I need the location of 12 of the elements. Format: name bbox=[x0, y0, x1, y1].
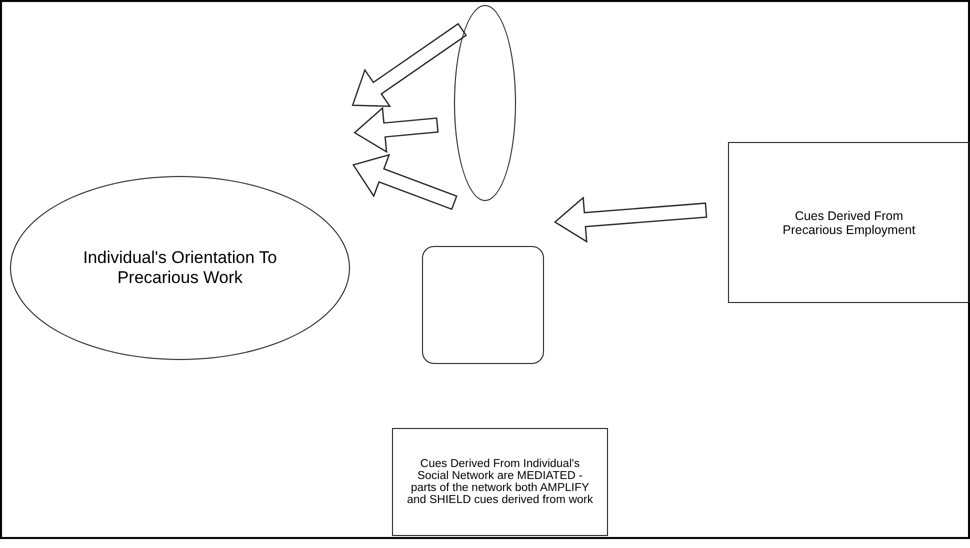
process-box bbox=[728, 142, 970, 303]
block-arrow bbox=[554, 196, 708, 243]
block-arrow bbox=[352, 22, 467, 107]
block-arrow bbox=[354, 106, 439, 154]
ellipse bbox=[454, 5, 516, 201]
text-box bbox=[392, 428, 608, 536]
node-label: Individual's Orientation To Precarious Work bbox=[82, 248, 278, 288]
rounded-box bbox=[422, 246, 544, 364]
ellipse bbox=[10, 176, 350, 360]
block-arrow bbox=[352, 154, 458, 210]
node-label: Cues Derived From Individual's Social Network are MEDIATED - parts of the network both AMPLIFY and SHIELD cues derived from work bbox=[407, 458, 593, 506]
node-label: Cues Derived From Precarious Employment bbox=[782, 208, 916, 236]
